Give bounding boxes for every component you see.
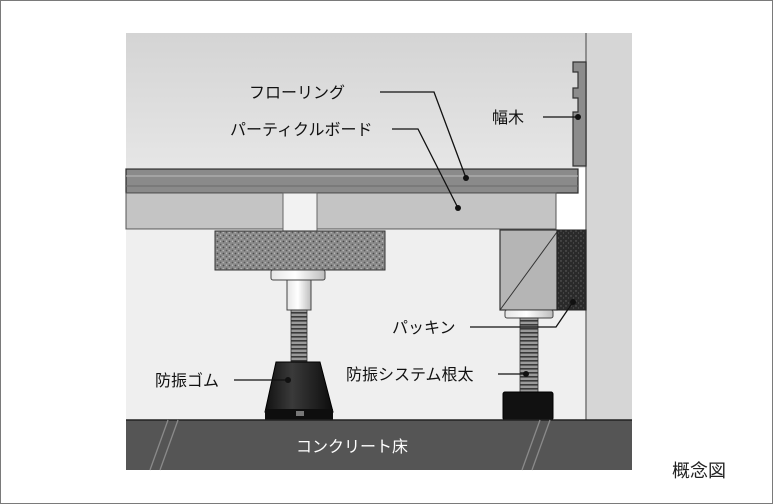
room-background: [126, 33, 588, 168]
flooring: [125, 168, 579, 194]
particleboard: [125, 192, 557, 230]
packing: [556, 229, 587, 311]
label-slab: コンクリート床: [296, 437, 408, 456]
label-rubber: 防振ゴム: [155, 371, 219, 390]
leader-lines: [234, 91, 581, 383]
baseboard: [572, 61, 587, 167]
damper-pad: [214, 230, 386, 271]
support-base-right: [502, 391, 554, 421]
caption: 概念図: [672, 460, 726, 482]
support-thread-left: [290, 309, 308, 363]
slab-hatching: [149, 419, 551, 471]
label-flooring: フローリング: [249, 83, 345, 102]
support-cap-left: [270, 269, 326, 281]
support-post-left: [286, 279, 312, 311]
support-thread-right: [519, 317, 539, 393]
label-joist: 防振システム根太: [346, 365, 474, 384]
support-cap-right: [504, 309, 554, 319]
spacer-block: [282, 192, 318, 232]
label-packing: パッキン: [392, 318, 456, 337]
label-baseboard: 幅木: [492, 108, 524, 127]
label-particleboard: パーティクルボード: [230, 120, 373, 139]
wall: [586, 33, 632, 420]
